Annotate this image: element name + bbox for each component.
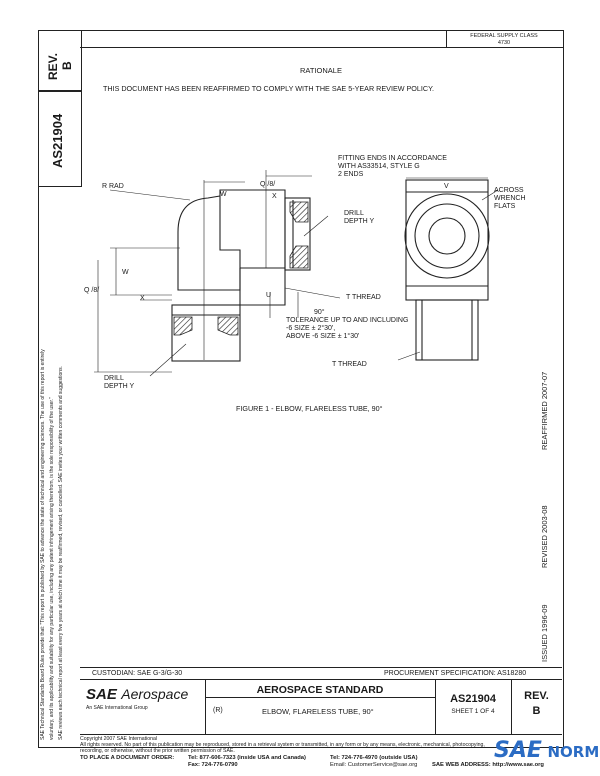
side-notice-2: voluntary, and its applicability and sui… <box>49 397 55 740</box>
title-divider-3 <box>511 680 512 734</box>
sae-logo: SAE Aerospace An SAE International Group <box>86 686 204 722</box>
logo-aerospace: Aerospace <box>121 686 189 702</box>
reaffirmed-date: REAFFIRMED 2007-07 <box>540 371 549 450</box>
label-across-2: WRENCH <box>494 195 526 202</box>
footer-tel-1: Tel: 877-606-7323 (inside USA and Canada… <box>188 755 306 761</box>
tb-sheet: SHEET 1 OF 4 <box>451 708 495 715</box>
standard-heading: AEROSPACE STANDARD <box>256 684 384 696</box>
footer-order-label: TO PLACE A DOCUMENT ORDER: <box>80 755 175 761</box>
footer-rights: All rights reserved. No part of this pub… <box>80 742 485 748</box>
standard-rule <box>205 697 435 698</box>
footer-tel-2: Tel: 724-776-4970 (outside USA) <box>330 755 418 761</box>
side-rev-box <box>38 30 82 92</box>
label-tolerance-2: -6 SIZE ± 2°30', <box>286 324 335 332</box>
revised-date: REVISED 2003-08 <box>540 505 549 568</box>
issued-date: ISSUED 1996-09 <box>540 604 549 662</box>
watermark-norm: NORM <box>547 743 600 761</box>
logo-sae: SAE <box>86 686 117 703</box>
thread-section-bottom <box>173 316 239 336</box>
tb-rev-label: REV. <box>524 690 549 702</box>
label-t-thread-1: T THREAD <box>346 294 381 301</box>
side-doc-number: AS21904 <box>50 113 65 168</box>
title-divider-1 <box>205 680 206 734</box>
footer-fax: Fax: 724-776-0790 <box>188 762 238 768</box>
label-drill-bottom-2: DEPTH Y <box>104 383 135 390</box>
footer-rights-2: recording, or otherwise, without the pri… <box>80 748 235 754</box>
label-drill-bottom-1: DRILL <box>104 375 124 382</box>
label-x-bottom: X <box>140 295 145 302</box>
r-mark: (R) <box>213 707 223 714</box>
side-notice-1: SAE Technical Standards Board Rules prov… <box>40 349 46 740</box>
label-v: V <box>444 183 449 190</box>
label-w-left: W <box>122 269 129 276</box>
label-drill-top-1: DRILL <box>344 210 364 217</box>
procurement-spec: PROCUREMENT SPECIFICATION: AS18280 <box>384 670 527 677</box>
header-rule <box>80 47 562 48</box>
footer-web: SAE WEB ADDRESS: http://www.sae.org <box>432 762 544 768</box>
custodian: CUSTODIAN: SAE G-3/G-30 <box>92 670 183 677</box>
dimension-lines <box>94 170 341 377</box>
label-fitting-ends-3: 2 ENDS <box>338 171 364 178</box>
watermark-sae: SAE <box>494 738 542 763</box>
thread-section-top <box>289 201 309 269</box>
label-across-3: FLATS <box>494 203 516 210</box>
end-view-dimensions <box>397 177 499 361</box>
tb-rev-value: B <box>532 705 541 717</box>
label-tolerance-1: TOLERANCE UP TO AND INCLUDING <box>286 317 408 324</box>
label-q-top: Q /8/ <box>260 181 275 188</box>
header-class-line-2: 4730 <box>497 40 511 46</box>
label-r-rad: R RAD <box>102 183 124 190</box>
label-q-left: Q /8/ <box>84 287 99 294</box>
figure-caption: FIGURE 1 - ELBOW, FLARELESS TUBE, 90° <box>236 404 383 413</box>
header-class-line-1: FEDERAL SUPPLY CLASS <box>470 33 538 39</box>
part-title: ELBOW, FLARELESS TUBE, 90° <box>262 707 374 716</box>
side-rev-label: REV. <box>46 53 60 80</box>
title-block-rule-bottom <box>80 734 562 735</box>
label-fitting-ends-1: FITTING ENDS IN ACCORDANCE <box>338 155 447 162</box>
label-drill-top-2: DEPTH Y <box>344 218 375 225</box>
document-frame <box>38 30 564 748</box>
title-divider-2 <box>435 680 436 734</box>
side-rev-value: B <box>60 61 74 70</box>
side-notice-3: SAE reviews each technical report at lea… <box>58 366 64 740</box>
label-u: U <box>266 292 271 299</box>
label-across-1: ACROSS <box>494 187 524 194</box>
end-view <box>404 179 490 361</box>
label-t-thread-2: T THREAD <box>332 361 367 368</box>
label-angle: 90° <box>314 308 325 316</box>
label-w-top: W <box>220 191 227 198</box>
elbow-body <box>171 189 311 362</box>
footer-email: Email: CustomerService@sae.org <box>330 762 418 768</box>
label-tolerance-3: ABOVE -6 SIZE ± 1°30' <box>286 332 359 340</box>
figure-drawing: FITTING ENDS IN ACCORDANCE WITH AS33514,… <box>84 155 526 390</box>
title-block-rule-top <box>80 667 562 668</box>
side-doc-box <box>38 90 82 187</box>
rationale-title: RATIONALE <box>300 66 342 75</box>
tb-doc-number: AS21904 <box>450 693 496 705</box>
sae-norm-watermark: SAE NORM <box>494 738 599 763</box>
label-x-top: X <box>272 193 277 200</box>
title-block-rule-mid <box>80 679 562 680</box>
footer-copyright: Copyright 2007 SAE International <box>80 736 157 742</box>
rationale-text: THIS DOCUMENT HAS BEEN REAFFIRMED TO COM… <box>103 84 434 93</box>
label-fitting-ends-2: WITH AS33514, STYLE G <box>338 163 420 170</box>
logo-subtitle: An SAE International Group <box>86 705 148 711</box>
